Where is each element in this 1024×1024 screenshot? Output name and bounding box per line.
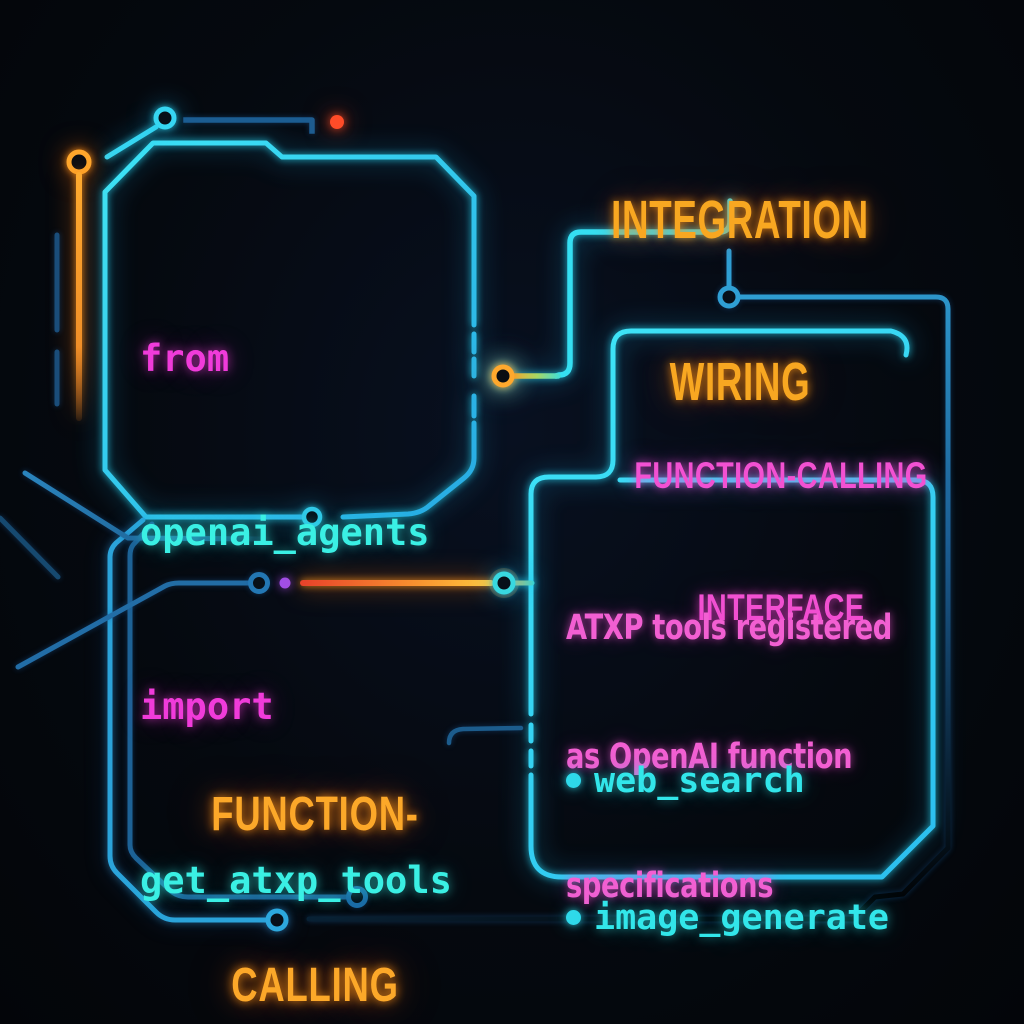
right-panel-description: ATXP tools registered as OpenAI function…: [566, 521, 892, 994]
description-line: specifications: [566, 866, 774, 906]
circuit-node-icon: [492, 571, 516, 595]
solder-pad-icon: [491, 364, 515, 388]
right-panel-heading-line2: INTERFACE: [697, 587, 865, 628]
purple-dot-icon: [279, 577, 291, 589]
bullet-label: web_search: [594, 760, 805, 801]
right-panel-heading: FUNCTION-CALLING INTERFACE: [602, 366, 961, 718]
top-decorations: [0, 106, 344, 580]
list-item: image_generate: [566, 889, 889, 946]
circuit-node-icon: [301, 506, 323, 528]
diagram-title: INTEGRATION WIRING: [604, 85, 876, 517]
gradient-wire-row: [15, 568, 535, 670]
outer-border-trace: [306, 248, 951, 922]
bottom-left-trace-dark: [127, 521, 368, 908]
bottom-left-label-line1: FUNCTION-: [211, 788, 419, 841]
description-line: as OpenAI function: [566, 737, 853, 777]
circuit-node-icon: [717, 285, 741, 309]
code-line-symbol: get_atxp_tools: [140, 859, 452, 902]
solder-pad-icon: [66, 149, 92, 175]
list-item: web_search: [566, 752, 889, 809]
code-line-module: openai_agents: [140, 511, 430, 554]
diagram-title-line2: WIRING: [669, 352, 811, 412]
bottom-left-label-line2: CALLING: [231, 959, 399, 1012]
title-connector-trace: [491, 198, 733, 388]
description-line: ATXP tools registered: [566, 608, 892, 648]
bullet-label: image_generate: [594, 897, 890, 938]
diagram-title-line1: INTEGRATION: [611, 190, 869, 250]
circuit-node-icon: [265, 908, 289, 932]
bullet-dot-icon: [566, 910, 581, 925]
circuit-node-icon: [346, 886, 368, 908]
code-import-snippet: from openai_agents import get_atxp_tools: [140, 214, 452, 1024]
misc-traces: [22, 470, 524, 746]
code-line-from: from: [140, 337, 230, 380]
code-box-outline: [102, 140, 477, 528]
code-line-import: import: [140, 685, 274, 728]
tool-bullet-list: web_search image_generate payments: [566, 672, 889, 1024]
bottom-left-trace-bright: [107, 517, 289, 932]
bullet-dot-icon: [566, 773, 581, 788]
circuit-node-icon: [153, 106, 177, 130]
right-panel-outline: [528, 328, 936, 880]
right-panel-heading-line1: FUNCTION-CALLING: [634, 455, 928, 496]
bottom-left-label: FUNCTION- CALLING INTERFACE: [163, 672, 467, 1024]
red-dot-icon: [330, 115, 344, 129]
circuit-node-icon: [248, 572, 270, 594]
